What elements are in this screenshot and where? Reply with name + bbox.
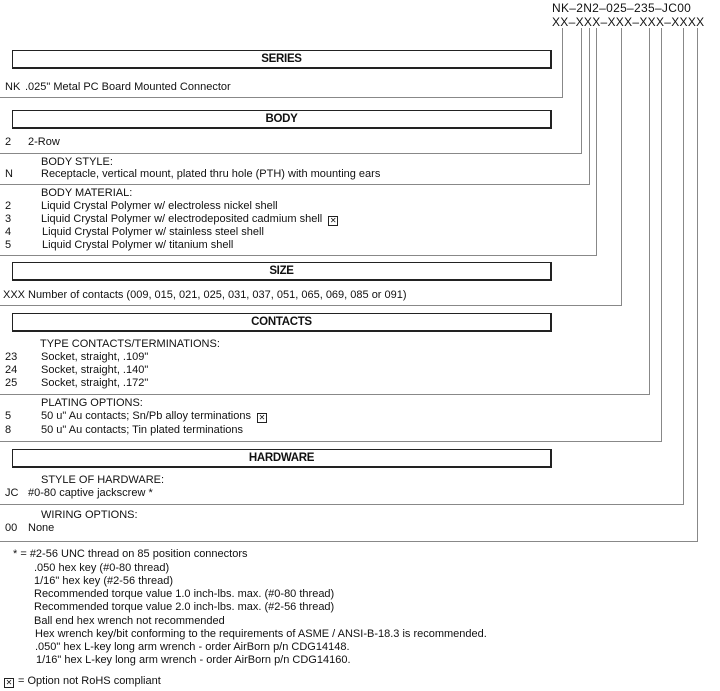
group-label: BODY MATERIAL: (41, 187, 133, 199)
leader-line-contacts (649, 28, 650, 394)
not-rohs-compliant-icon: ✕ (256, 413, 267, 423)
option-desc: Number of contacts (009, 015, 021, 025, … (28, 289, 407, 301)
option-desc: 2-Row (28, 136, 60, 148)
option-code: 23 (5, 351, 18, 363)
option-code: 2 (5, 200, 12, 212)
option-desc: Liquid Crystal Polymer w/ electrodeposit… (41, 213, 323, 225)
group-label: BODY STYLE: (41, 156, 113, 168)
part-number-pattern: XX–XXX–XXX–XXX–XXXX (552, 15, 705, 29)
divider (0, 184, 590, 185)
not-rohs-compliant-icon: ✕ (328, 216, 339, 226)
option-code: N (5, 168, 13, 180)
option-code: 5 (5, 239, 12, 251)
option-code: 2 (5, 136, 12, 148)
group-label: STYLE OF HARDWARE: (41, 474, 165, 486)
footnote: Hex wrench key/bit conforming to the req… (35, 628, 487, 640)
footnote: Recommended torque value 1.0 inch-lbs. m… (34, 588, 335, 600)
footnote: .050 hex key (#0-80 thread) (34, 562, 170, 574)
section-title: SERIES (261, 53, 302, 65)
option-desc-row: Liquid Crystal Polymer w/ electrodeposit… (41, 213, 339, 226)
footnote: * = #2-56 UNC thread on 85 position conn… (13, 548, 248, 560)
section-title: CONTACTS (251, 316, 312, 328)
not-rohs-compliant-icon: ✕ (4, 678, 14, 688)
divider (0, 504, 684, 505)
option-desc: None (28, 522, 55, 534)
section-title: BODY (265, 113, 298, 125)
option-desc: Receptacle, vertical mount, plated thru … (41, 168, 381, 180)
section-title: SIZE (269, 265, 294, 277)
section-header-body: BODY (12, 110, 552, 129)
option-desc: Socket, straight, .172" (41, 377, 149, 389)
option-code: JC (5, 487, 19, 499)
part-number-example: NK–2N2–025–235–JC00 (552, 1, 692, 15)
group-label: PLATING OPTIONS: (41, 397, 143, 409)
option-desc: 50 u" Au contacts; Tin plated terminatio… (41, 424, 244, 436)
option-desc: Liquid Crystal Polymer w/ titanium shell (42, 239, 234, 251)
option-desc: Socket, straight, .140" (41, 364, 149, 376)
section-header-contacts: CONTACTS (12, 313, 552, 332)
option-code: 3 (5, 213, 12, 225)
option-desc-row: 50 u" Au contacts; Sn/Pb alloy terminati… (41, 410, 267, 423)
option-desc: Socket, straight, .109" (41, 351, 149, 363)
rohs-legend: ✕ = Option not RoHS compliant (4, 675, 161, 688)
leader-line-plating (661, 28, 662, 441)
option-code: 5 (5, 410, 12, 422)
footnote: Ball end hex wrench not recommended (34, 615, 225, 627)
footnote: Recommended torque value 2.0 inch-lbs. m… (34, 601, 335, 613)
option-desc: Liquid Crystal Polymer w/ stainless stee… (42, 226, 264, 238)
footnote: .050" hex L-key long arm wrench - order … (35, 641, 350, 653)
option-desc: Liquid Crystal Polymer w/ electroless ni… (41, 200, 278, 212)
leader-line-style (589, 28, 590, 184)
divider (0, 541, 698, 542)
option-code: NK (5, 81, 21, 93)
option-code: 8 (5, 424, 12, 436)
leader-line-size (621, 28, 622, 305)
option-desc: #0-80 captive jackscrew * (28, 487, 153, 499)
option-code: 25 (5, 377, 18, 389)
option-desc: .025" Metal PC Board Mounted Connector (25, 81, 231, 93)
divider (0, 305, 622, 306)
leader-line-hardware (683, 28, 684, 504)
divider (0, 97, 563, 98)
divider (0, 394, 650, 395)
footnote: 1/16" hex key (#2-56 thread) (34, 575, 174, 587)
rohs-legend-text: = Option not RoHS compliant (18, 675, 161, 687)
divider (0, 255, 597, 256)
section-header-size: SIZE (12, 262, 552, 281)
option-code: 4 (5, 226, 12, 238)
group-label: WIRING OPTIONS: (41, 509, 138, 521)
leader-line-rows (581, 28, 582, 153)
option-code: 24 (5, 364, 18, 376)
footnote: 1/16" hex L-key long arm wrench - order … (36, 654, 351, 666)
group-label: TYPE CONTACTS/TERMINATIONS: (40, 338, 220, 350)
divider (0, 441, 662, 442)
option-desc: 50 u" Au contacts; Sn/Pb alloy terminati… (41, 410, 251, 422)
leader-line-series (562, 28, 563, 97)
section-title: HARDWARE (248, 452, 315, 464)
divider (0, 153, 582, 154)
option-code: 00 (5, 522, 18, 534)
section-header-series: SERIES (12, 50, 552, 69)
section-header-hardware: HARDWARE (12, 449, 552, 468)
leader-line-wiring (697, 28, 698, 541)
option-code: XXX (3, 289, 26, 301)
leader-line-material (596, 28, 597, 255)
